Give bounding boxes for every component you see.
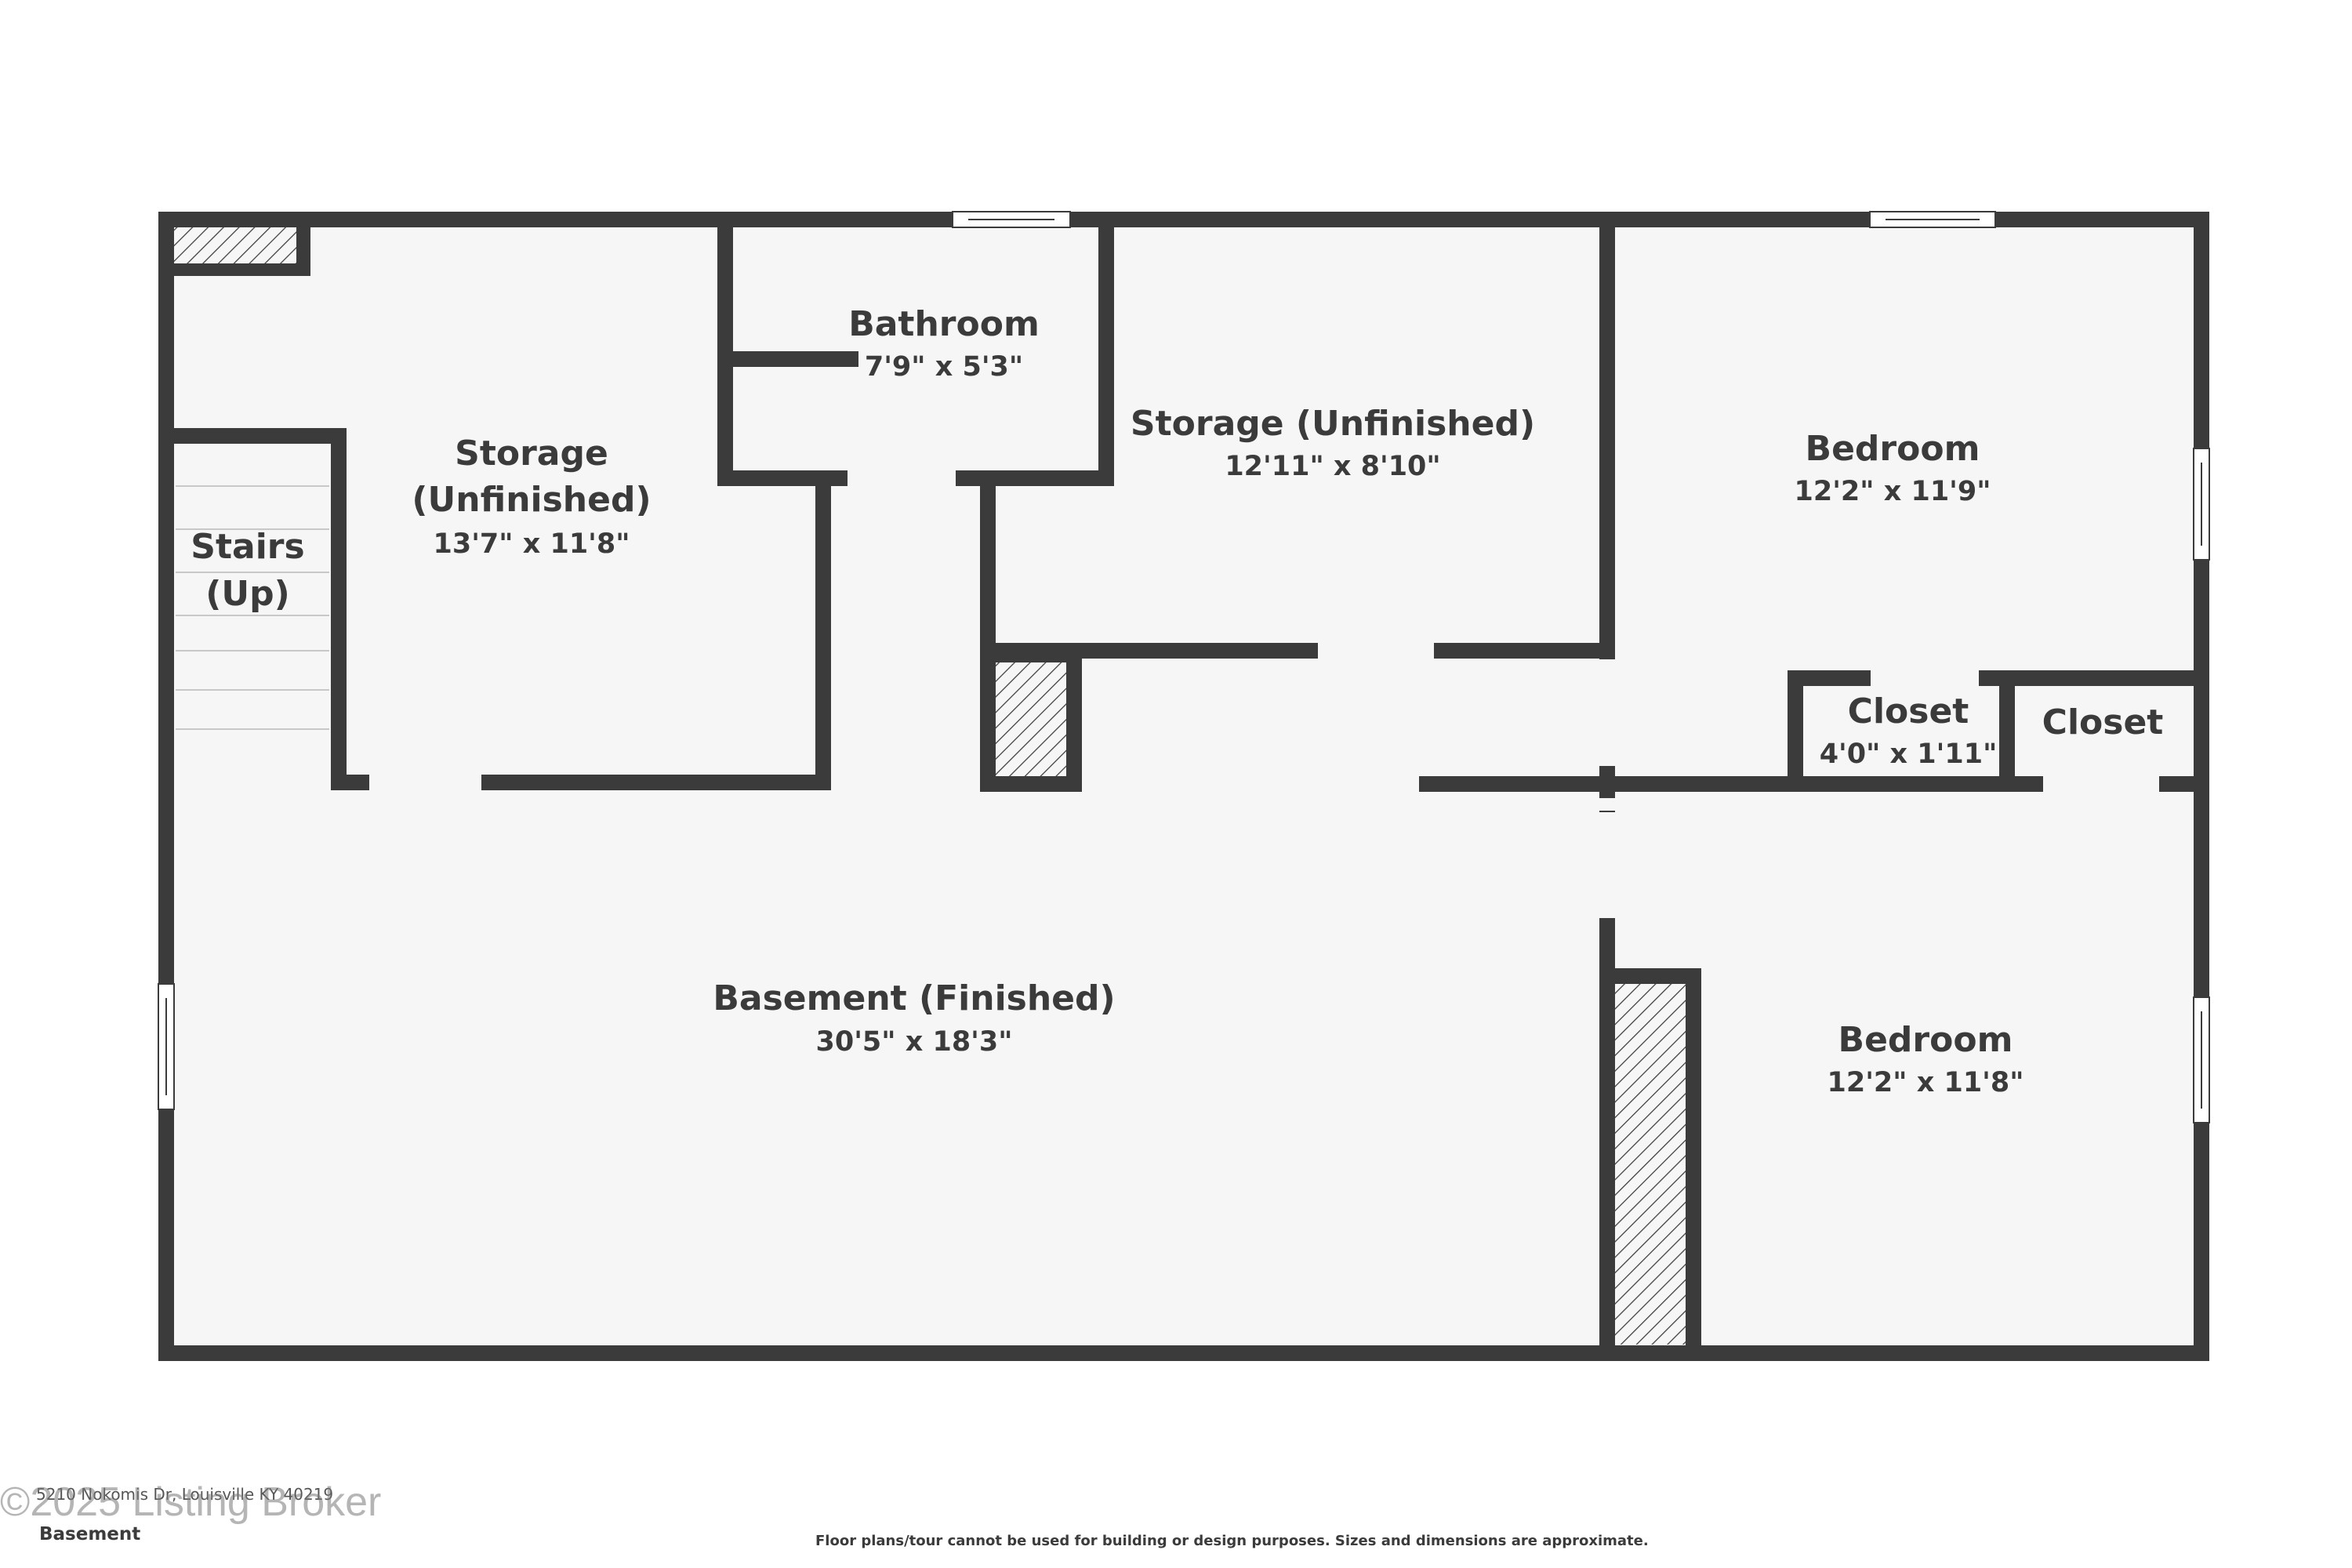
disclaimer-text: Floor plans/tour cannot be used for buil… [815, 1533, 1649, 1549]
wall-left [158, 212, 174, 1361]
window-bedroom-lower-right [2193, 996, 2210, 1123]
room-dimensions: 12'11" x 8'10" [1225, 451, 1440, 482]
window-bathroom [952, 211, 1071, 228]
window-basement-left [158, 983, 175, 1110]
wall-bottom [158, 1345, 2209, 1361]
room-name: Stairs [191, 527, 304, 567]
room-name: Bathroom [848, 304, 1040, 344]
room-name: Bedroom [1838, 1020, 2013, 1060]
walls [158, 212, 2209, 1361]
room-name: Storage (Unfinished) [1131, 404, 1535, 444]
room-name: Basement (Finished) [713, 978, 1115, 1018]
room-dimensions: 30'5" x 18'3" [816, 1026, 1013, 1058]
room-name: Bedroom [1806, 429, 1980, 469]
room-labels: Storage (Unfinished) 13'7" x 11'8" Bathr… [191, 304, 2163, 1098]
room-name: (Unfinished) [412, 480, 651, 520]
windows [158, 211, 2210, 1123]
room-dimensions: 12'2" x 11'9" [1795, 476, 1991, 507]
wall-top [158, 212, 2209, 227]
copyright-watermark: ©2025 Listing Broker [0, 1479, 382, 1525]
stair-treads [176, 485, 329, 730]
room-dimensions: 7'9" x 5'3" [865, 351, 1023, 383]
chimney-hatch [174, 227, 296, 263]
floor-name: Basement [39, 1524, 141, 1544]
room-name: Closet [2042, 702, 2164, 742]
pillar-hatch [996, 662, 1066, 776]
doorways [368, 470, 2160, 919]
room-name: Storage [455, 434, 608, 474]
door-jambs [368, 470, 2161, 920]
room-name: Closet [1848, 691, 1969, 731]
window-bedroom-upper-top [1869, 211, 1996, 228]
column-hatch [1615, 984, 1686, 1345]
room-dimensions: 13'7" x 11'8" [434, 528, 630, 560]
room-dimensions: 4'0" x 1'11" [1820, 739, 1998, 770]
room-name: (Up) [205, 574, 289, 614]
room-dimensions: 12'2" x 11'8" [1828, 1067, 2024, 1098]
window-bedroom-upper-right [2193, 448, 2210, 561]
property-address: 5210 Nokomis Dr, Louisville KY 40219 [36, 1485, 334, 1504]
